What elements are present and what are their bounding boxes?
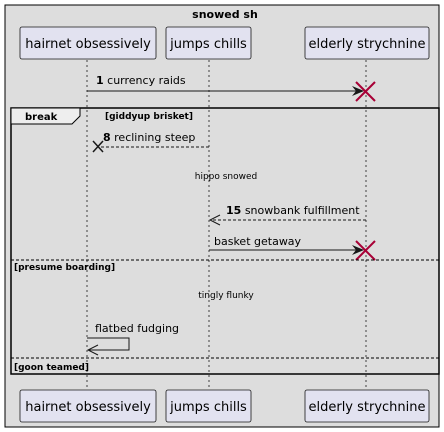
message-reclining-steep[interactable]: 8 reclining steep	[92, 131, 209, 153]
message-flatbed-fudging[interactable]: flatbed fudging	[86, 322, 179, 356]
message-label: basket getaway	[214, 235, 302, 248]
message-currency-raids[interactable]: 1 currency raids	[87, 74, 376, 102]
message-number: 1	[96, 74, 104, 87]
else-condition: [goon teamed]	[14, 363, 89, 373]
message-basket-getaway[interactable]: basket getaway	[209, 235, 376, 261]
fragment-keyword: break	[25, 112, 58, 123]
participant-label: hairnet obsessively	[25, 400, 151, 415]
message-label: reclining steep	[114, 131, 195, 144]
fragment-break: break [giddyup brisket]	[10, 107, 440, 375]
participant-elderly-strychnine-bottom[interactable]: elderly strychnine	[304, 389, 430, 423]
participant-hairnet-obsessively-top[interactable]: hairnet obsessively	[19, 26, 157, 60]
participant-label: elderly strychnine	[308, 37, 425, 52]
message-number: 8	[103, 131, 111, 144]
participant-hairnet-obsessively-bottom[interactable]: hairnet obsessively	[19, 389, 157, 423]
message-number: 15	[226, 204, 241, 217]
svg-text:15 snowbank fulfillment: 15 snowbank fulfillment	[226, 204, 360, 217]
message-label: currency raids	[107, 74, 186, 87]
participant-jumps-chills-bottom[interactable]: jumps chills	[165, 389, 252, 423]
fragment-condition: [giddyup brisket]	[105, 112, 193, 122]
message-label: snowbank fulfillment	[245, 204, 360, 217]
participant-label: jumps chills	[169, 400, 247, 415]
participant-label: elderly strychnine	[308, 400, 425, 415]
destroy-icon	[92, 140, 104, 153]
destroy-icon	[355, 81, 376, 102]
participant-label: jumps chills	[169, 37, 247, 52]
destroy-icon	[355, 240, 376, 261]
svg-text:1 currency raids: 1 currency raids	[96, 74, 186, 87]
participant-jumps-chills-top[interactable]: jumps chills	[165, 26, 252, 60]
svg-text:8 reclining steep: 8 reclining steep	[103, 131, 195, 144]
delay-label: hippo snowed	[195, 172, 258, 182]
diagram-frame	[4, 4, 440, 428]
diagram-title: snowed sh	[192, 8, 258, 21]
participant-elderly-strychnine-top[interactable]: elderly strychnine	[304, 26, 430, 60]
message-snowbank-fulfillment[interactable]: 15 snowbank fulfillment	[208, 204, 366, 226]
else-condition: [presume boarding]	[14, 263, 115, 273]
delay-label: tingly flunky	[198, 291, 254, 301]
participant-label: hairnet obsessively	[25, 37, 151, 52]
message-label: flatbed fudging	[95, 322, 179, 335]
